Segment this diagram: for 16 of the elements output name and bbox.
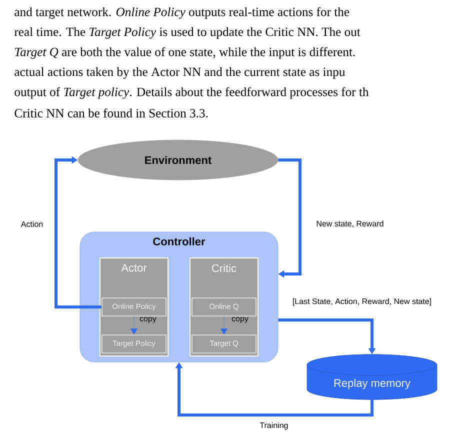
ellipse-node: Environment (78, 140, 278, 180)
arrow (278, 158, 302, 278)
text-line: and target network. Online Policy outputs real-time actions for the (14, 7, 350, 19)
cylinder-node: Replay memory (306, 354, 438, 400)
edge-label: copy (232, 317, 248, 323)
text-line: output of Target policy. Details about the feedforward processes for th (14, 87, 369, 99)
edge-label: New state, Reward (316, 220, 384, 228)
text-line: actual actions taken by the Actor NN and the current state as inpu (14, 67, 345, 79)
edge-label: [Last State, Action, Reward, New state] (292, 298, 431, 306)
edge-label: Action (20, 221, 43, 227)
text-line: real time. The Target Policy is used to update the Critic NN. The out (14, 27, 360, 39)
edge-label: Training (260, 422, 288, 430)
edge-label: copy (140, 317, 156, 323)
text-line: Target Q are both the value of one state, while the input is different. (15, 47, 355, 59)
text-line: Critic NN can be found in Section 3.3. (14, 108, 208, 118)
arrow (54, 156, 102, 308)
